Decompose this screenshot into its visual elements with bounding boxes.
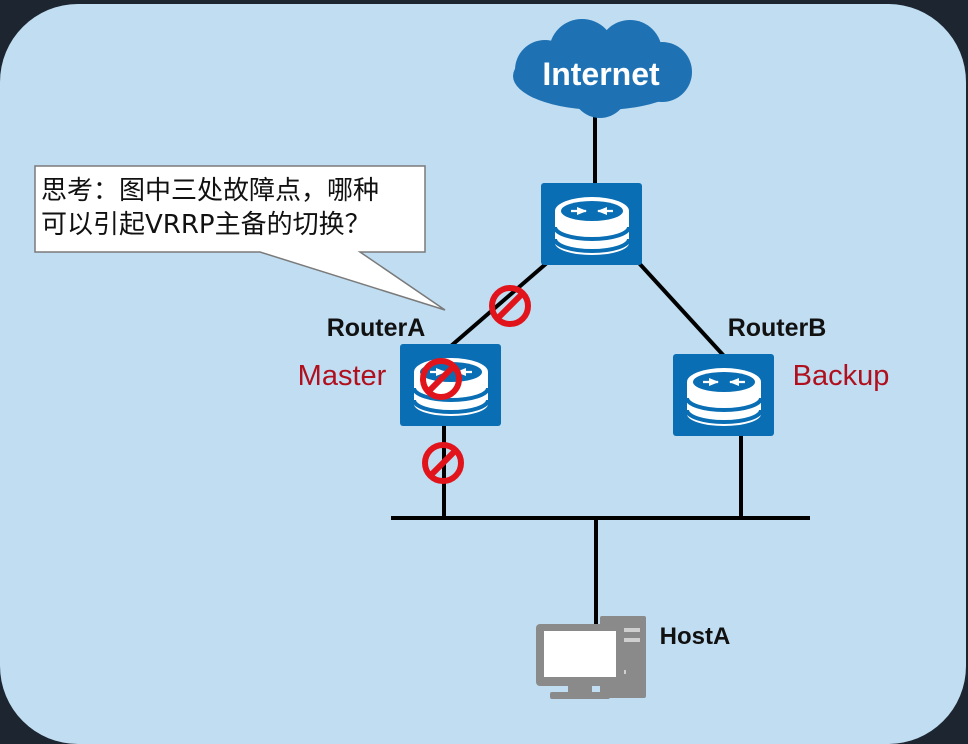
router-icon — [671, 352, 776, 438]
callout-line-2: 可以引起VRRP主备的切换？ — [41, 210, 371, 240]
router-icon — [539, 181, 644, 267]
hosta-name: HostA — [660, 623, 731, 650]
routerb-role: Backup — [793, 360, 890, 392]
internet-label: Internet — [542, 56, 660, 92]
cloud-icon — [513, 19, 692, 118]
routera-name: RouterA — [327, 314, 426, 342]
link-core-routerb — [636, 260, 726, 358]
router-icon — [398, 342, 503, 428]
computer-icon — [536, 616, 646, 699]
callout-text: 思考：图中三处故障点，哪种 可以引起VRRP主备的切换？ — [41, 174, 431, 242]
speech-callout — [34, 165, 446, 311]
routera-role: Master — [298, 360, 387, 392]
routerb-name: RouterB — [728, 314, 827, 342]
link-core-routera — [442, 260, 550, 354]
callout-line-1: 思考：图中三处故障点，哪种 — [41, 176, 380, 206]
